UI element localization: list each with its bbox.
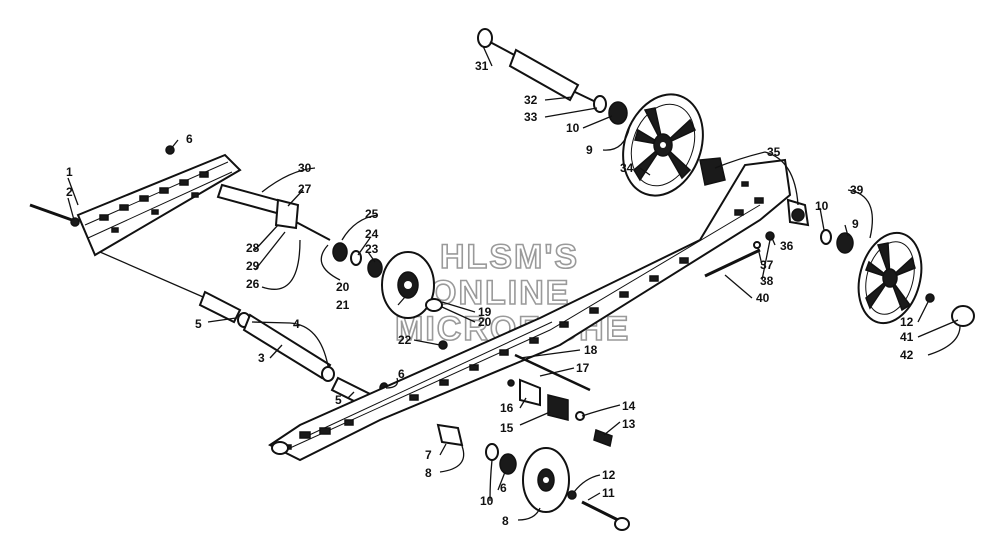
callout-5-upper: 5 bbox=[195, 317, 202, 331]
callout-34: 34 bbox=[620, 161, 634, 175]
callout-25: 25 bbox=[365, 207, 379, 221]
callout-7: 7 bbox=[425, 448, 432, 462]
callout-labels: 6 1 2 30 27 28 29 26 25 24 23 20 21 5 4 … bbox=[66, 59, 914, 528]
callout-9-upper: 9 bbox=[586, 143, 593, 157]
callout-39: 40 bbox=[756, 291, 770, 305]
callout-23: 23 bbox=[365, 242, 379, 256]
lower-idler-wheel bbox=[436, 423, 630, 531]
watermark-line-2: ONLINE bbox=[430, 274, 570, 312]
cross-shaft-upper bbox=[216, 183, 331, 241]
idler-wheel-upper bbox=[332, 242, 435, 319]
callout-41: 41 bbox=[900, 330, 914, 344]
callout-38: 38 bbox=[760, 274, 774, 288]
callout-27: 27 bbox=[298, 182, 312, 196]
callout-17: 17 bbox=[576, 361, 590, 375]
callout-29: 29 bbox=[246, 259, 260, 273]
callout-31: 31 bbox=[475, 59, 489, 73]
main-rail bbox=[268, 158, 792, 462]
callout-32: 32 bbox=[524, 93, 538, 107]
callout-24: 24 bbox=[365, 227, 379, 241]
watermark-line-1: HLSM'S bbox=[440, 238, 579, 276]
callout-3: 3 bbox=[258, 351, 265, 365]
upper-rail bbox=[76, 145, 242, 257]
callout-12-lower: 12 bbox=[602, 468, 616, 482]
callout-16: 16 bbox=[500, 401, 514, 415]
leader-lines bbox=[67, 45, 961, 521]
callout-6-mid: 6 bbox=[398, 367, 405, 381]
callout-19: 19 bbox=[478, 305, 492, 319]
callout-28: 28 bbox=[246, 241, 260, 255]
callout-30: 30 bbox=[298, 161, 312, 175]
callout-11: 11 bbox=[602, 486, 615, 500]
callout-14: 14 bbox=[622, 399, 636, 413]
callout-36: 36 bbox=[780, 239, 794, 253]
callout-42: 42 bbox=[900, 348, 914, 362]
callout-20-upper: 20 bbox=[336, 280, 350, 294]
callout-20-lower: 20 bbox=[478, 315, 492, 329]
callout-5-lower: 5 bbox=[335, 393, 342, 407]
callout-26: 26 bbox=[246, 277, 260, 291]
long-shaft-assembly bbox=[99, 251, 389, 409]
callout-22: 22 bbox=[398, 333, 412, 347]
rear-wheel-40 bbox=[820, 229, 975, 327]
callout-10-lower: 10 bbox=[480, 494, 494, 508]
callout-40: 39 bbox=[850, 183, 864, 197]
callout-6-lower: 6 bbox=[500, 481, 507, 495]
callout-21: 21 bbox=[336, 298, 350, 312]
callout-1: 1 bbox=[66, 165, 73, 179]
rear-wheel-34 bbox=[622, 93, 704, 197]
callout-4: 4 bbox=[293, 317, 300, 331]
bracket-35 bbox=[699, 157, 810, 227]
callout-9-right: 9 bbox=[852, 217, 859, 231]
bolt-assembly-left bbox=[29, 203, 80, 227]
callout-8-lower: 8 bbox=[502, 514, 509, 528]
callout-6-upper: 6 bbox=[186, 132, 193, 146]
callout-37: 37 bbox=[760, 258, 774, 272]
callout-8-left: 8 bbox=[425, 466, 432, 480]
callout-13: 13 bbox=[622, 417, 636, 431]
upper-rear-shaft bbox=[477, 28, 628, 125]
callout-2: 2 bbox=[66, 185, 73, 199]
callout-10-right: 10 bbox=[815, 199, 829, 213]
callout-18: 18 bbox=[584, 343, 598, 357]
callout-15: 15 bbox=[500, 421, 514, 435]
callout-33: 33 bbox=[524, 110, 538, 124]
callout-10-upper: 10 bbox=[566, 121, 580, 135]
callout-12-right: 12 bbox=[900, 315, 914, 329]
callout-35: 35 bbox=[767, 145, 781, 159]
